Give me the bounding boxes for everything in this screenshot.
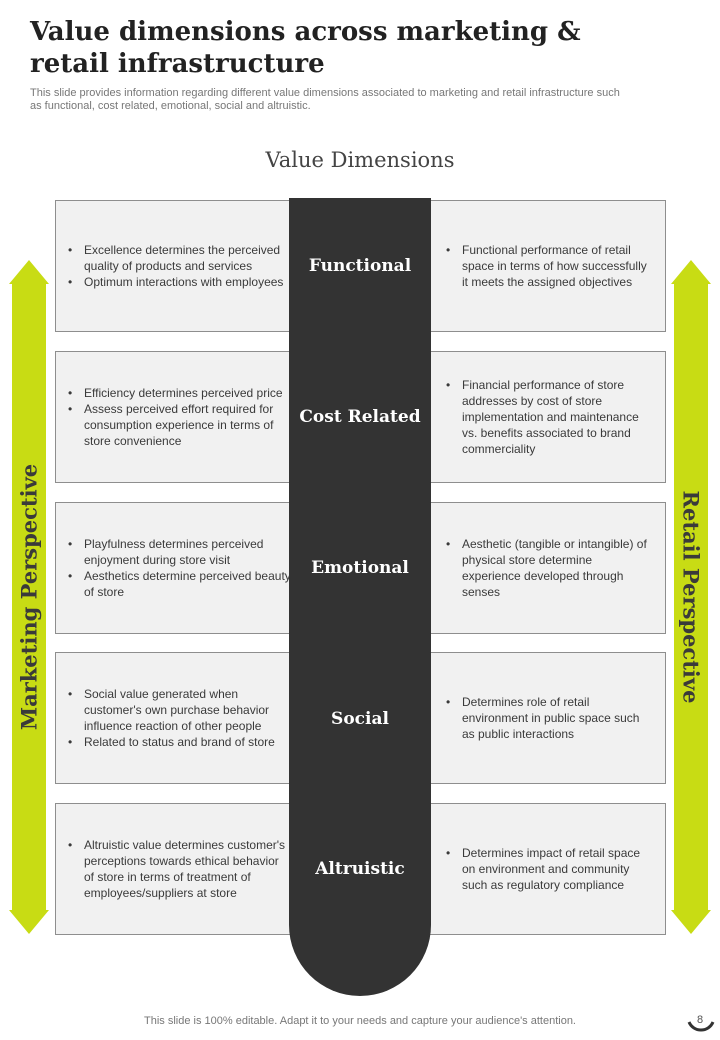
- dimension-functional: Functional: [308, 256, 412, 276]
- dimension-cost-related: Cost Related: [299, 407, 421, 427]
- social-marketing-point: Related to status and brand of store: [68, 734, 292, 750]
- functional-marketing-box: Excellence determines the perceived qual…: [55, 200, 305, 332]
- dimension-social: Social: [331, 709, 389, 729]
- altruistic-retail-point: Determines impact of retail space on env…: [446, 845, 653, 893]
- emotional-marketing-point: Aesthetics determine perceived beauty of…: [68, 568, 292, 600]
- retail-arrow-shape: [671, 260, 711, 934]
- social-marketing-box: Social value generated when customer's o…: [55, 652, 305, 784]
- functional-marketing-point: Optimum interactions with employees: [68, 274, 292, 290]
- cost-related-retail-box: Financial performance of store addresses…: [415, 351, 666, 483]
- emotional-marketing-box: Playfulness determines perceived enjoyme…: [55, 502, 305, 634]
- slide-title: Value dimensions across marketing & reta…: [30, 17, 581, 79]
- functional-retail-box: Functional performance of retail space i…: [415, 200, 666, 332]
- retail-perspective-arrow: Retail Perspective: [671, 260, 711, 934]
- functional-marketing-point: Excellence determines the perceived qual…: [68, 242, 292, 274]
- social-retail-point: Determines role of retail environment in…: [446, 694, 653, 742]
- value-dimensions-column: [289, 198, 431, 996]
- social-marketing-point: Social value generated when customer's o…: [68, 686, 292, 734]
- altruistic-marketing-box: Altruistic value determines customer's p…: [55, 803, 305, 935]
- value-dimensions-heading: Value Dimensions: [265, 148, 455, 172]
- dimension-emotional: Emotional: [311, 558, 409, 578]
- slide-subtitle: This slide provides information regardin…: [30, 87, 620, 112]
- emotional-retail-point: Aesthetic (tangible or intangible) of ph…: [446, 536, 653, 600]
- cost-related-marketing-point: Assess perceived effort required for con…: [68, 401, 292, 449]
- marketing-perspective-label: Marketing Perspective: [16, 463, 42, 731]
- dimension-altruistic: Altruistic: [315, 859, 405, 879]
- cost-related-marketing-box: Efficiency determines perceived price As…: [55, 351, 305, 483]
- emotional-retail-box: Aesthetic (tangible or intangible) of ph…: [415, 502, 666, 634]
- page-corner-icon: [687, 1021, 715, 1032]
- retail-perspective-label: Retail Perspective: [678, 490, 704, 704]
- marketing-arrow-shape: [9, 260, 49, 934]
- emotional-marketing-point: Playfulness determines perceived enjoyme…: [68, 536, 292, 568]
- altruistic-marketing-point: Altruistic value determines customer's p…: [68, 837, 292, 901]
- functional-retail-point: Functional performance of retail space i…: [446, 242, 653, 290]
- marketing-perspective-arrow: Marketing Perspective: [9, 260, 49, 934]
- page-number: 8: [697, 1014, 704, 1026]
- social-retail-box: Determines role of retail environment in…: [415, 652, 666, 784]
- altruistic-retail-box: Determines impact of retail space on env…: [415, 803, 666, 935]
- cost-related-marketing-point: Efficiency determines perceived price: [68, 385, 292, 401]
- cost-related-retail-point: Financial performance of store addresses…: [446, 377, 653, 457]
- footer-note: This slide is 100% editable. Adapt it to…: [144, 1015, 576, 1027]
